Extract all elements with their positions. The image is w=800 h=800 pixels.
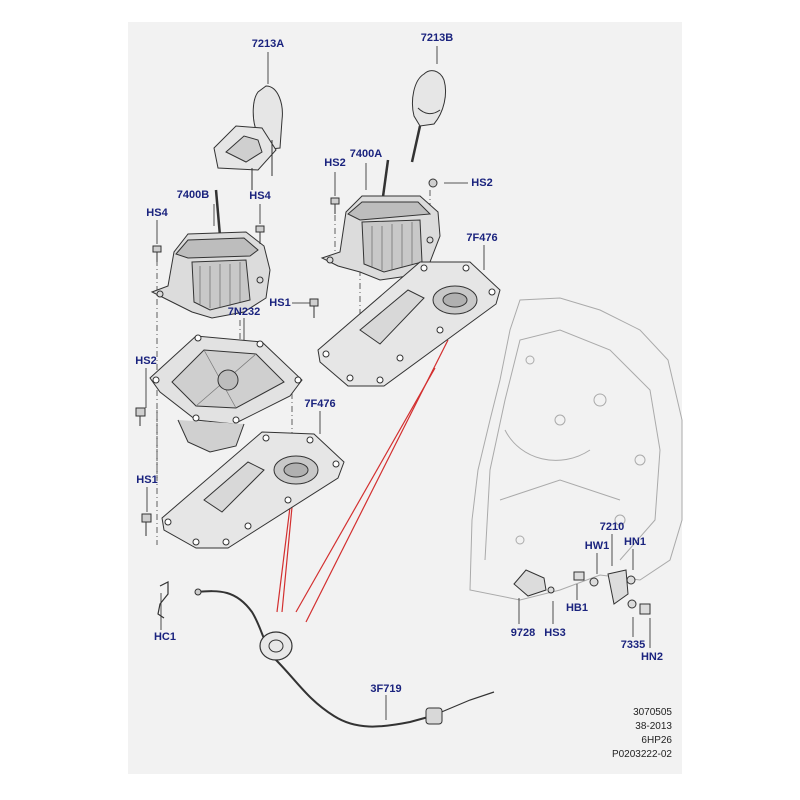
label-hb1: HB1 [565,602,589,614]
reference-info: 3070505 38-2013 6HP26 P0203222-02 [592,706,672,762]
gasket-plate-7f476-bottom [161,431,345,549]
reference-line: 6HP26 [641,735,672,746]
shift-knob-7213a [213,85,283,190]
label-hn1: HN1 [623,536,647,548]
cable-route-lines [276,339,449,623]
selector-assembly-7400b [150,189,271,319]
selector-assembly-7400a [320,159,441,281]
label-7f476-top: 7F476 [466,232,498,244]
label-hw1: HW1 [584,540,610,552]
label-9728: 9728 [510,627,536,639]
fasteners [135,178,438,536]
label-hs4-left: HS4 [146,207,168,219]
label-hs1-left: HS1 [136,474,158,486]
label-7210: 7210 [599,521,625,533]
label-7213a: 7213A [251,38,285,50]
leader-lines [145,46,651,720]
cable-clip-hc1 [157,581,169,619]
shift-cable-3f719 [194,588,495,728]
label-7213b: 7213B [420,32,454,44]
label-hn2: HN2 [640,651,664,663]
label-7f476-bottom: 7F476 [304,398,336,410]
reference-line: 38-2013 [635,721,672,732]
gasket-plate-7f476-top [317,261,501,387]
label-7400b: 7400B [176,189,210,201]
label-hs3: HS3 [544,627,566,639]
label-hc1: HC1 [153,631,177,643]
label-3f719: 3F719 [370,683,402,695]
label-7n232: 7N232 [227,306,261,318]
label-hs2-top: HS2 [324,157,346,169]
label-hs1-mid: HS1 [269,297,291,309]
label-7400a: 7400A [349,148,383,160]
shift-knob-7213b [410,70,447,163]
linkage-parts [513,569,651,615]
label-hs2-right: HS2 [471,177,493,189]
reference-line: P0203222-02 [611,749,672,760]
label-7335: 7335 [620,639,646,651]
transmission-housing [469,297,683,601]
label-hs2-left: HS2 [135,355,157,367]
label-hs4-right: HS4 [249,190,271,202]
housing-7n232 [149,334,303,453]
reference-line: 3070505 [633,707,672,718]
